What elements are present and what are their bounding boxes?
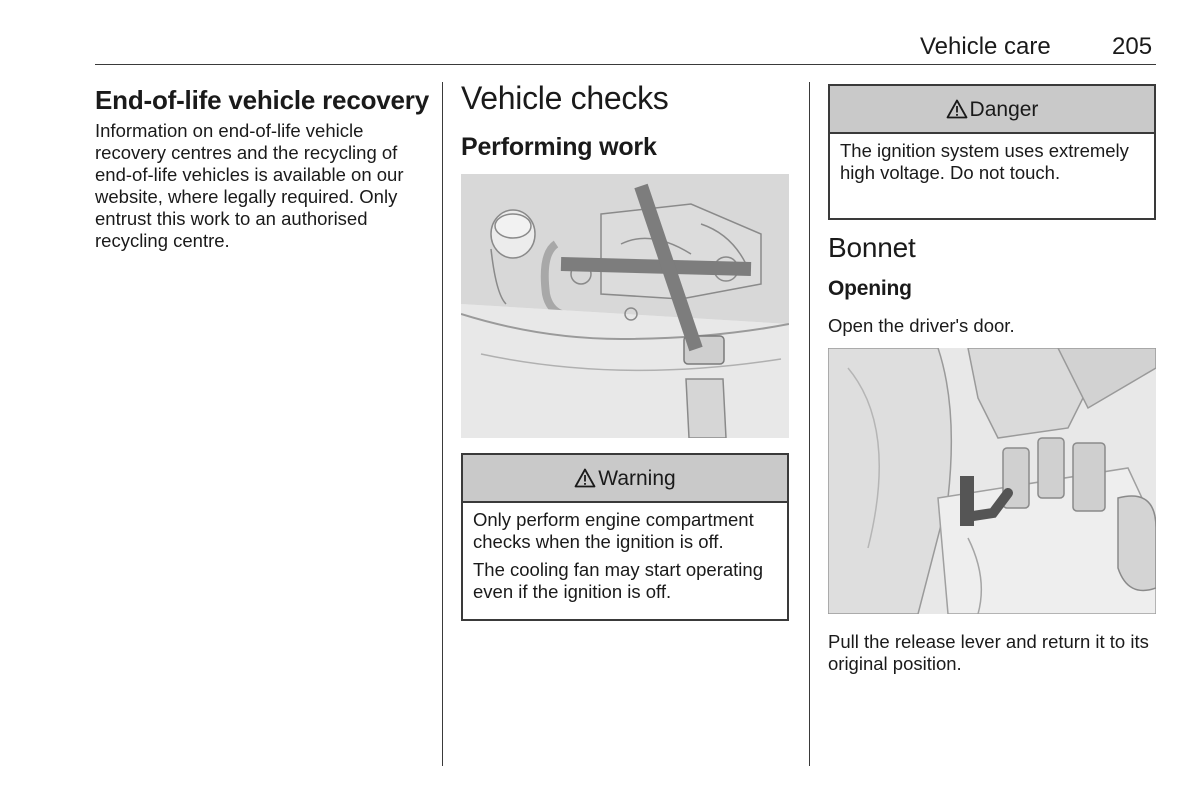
bonnet-release-figure xyxy=(828,348,1156,614)
danger-box: Danger The ignition system uses extremel… xyxy=(828,84,1156,220)
warning-triangle-icon xyxy=(574,468,596,488)
warning-paragraph: Only perform engine compartment checks w… xyxy=(473,509,754,552)
column-divider xyxy=(442,82,443,766)
subheading-opening: Opening xyxy=(828,277,912,300)
danger-title: Danger xyxy=(969,98,1039,121)
engine-compartment-figure xyxy=(461,174,789,438)
warning-box: Warning Only perform engine compartment … xyxy=(461,453,789,621)
warning-box-header: Warning xyxy=(463,455,787,503)
engine-compartment-illustration xyxy=(461,174,789,438)
danger-paragraph: The ignition system uses extremely high … xyxy=(840,140,1129,183)
running-header-section: Vehicle care xyxy=(920,33,1051,60)
page-number: 205 xyxy=(1112,33,1153,60)
section-heading-bonnet: Bonnet xyxy=(828,232,916,263)
chapter-heading-vehicle-checks: Vehicle checks xyxy=(461,80,669,116)
section-heading-end-of-life: End-of-life vehicle recovery xyxy=(95,85,429,115)
warning-box-body: Only perform engine compartment checks w… xyxy=(463,503,787,609)
column-divider xyxy=(809,82,810,766)
end-of-life-paragraph: Information on end-of-life vehicle recov… xyxy=(95,120,404,251)
opening-step-1: Open the driver's door. xyxy=(828,315,1015,336)
warning-paragraph: The cooling fan may start operating even… xyxy=(473,559,763,602)
header-rule xyxy=(95,64,1156,65)
opening-step-2: Pull the release lever and return it to … xyxy=(828,631,1149,674)
warning-title: Warning xyxy=(598,467,676,490)
subheading-performing-work: Performing work xyxy=(461,133,657,161)
bonnet-release-lever-illustration xyxy=(828,348,1156,614)
warning-triangle-icon xyxy=(946,99,967,119)
danger-box-body: The ignition system uses extremely high … xyxy=(830,134,1154,190)
danger-box-header: Danger xyxy=(830,86,1154,134)
